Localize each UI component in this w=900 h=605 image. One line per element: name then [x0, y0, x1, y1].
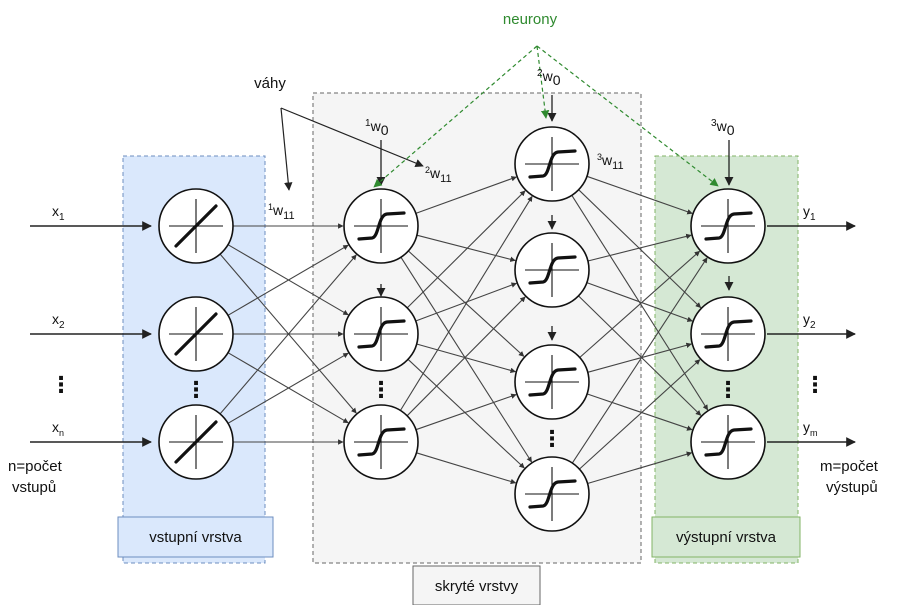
outputs-count-line2: výstupů: [826, 479, 878, 496]
output-neuron-3: [690, 404, 766, 480]
hidden2-neuron-4: [514, 456, 590, 532]
connection-hidden2-4-to-output-2: [579, 359, 701, 470]
hidden2-dots: ⋮: [541, 426, 563, 451]
connection-hidden2-2-to-output-3: [578, 295, 702, 416]
input-neuron-2: [158, 296, 234, 372]
connection-hidden1-2-to-hidden2-2: [415, 282, 517, 322]
output-layer-dots: ⋮: [717, 377, 739, 402]
output-neuron-2: [690, 296, 766, 372]
outputs-count-line1: m=počet: [820, 458, 879, 475]
hidden-layers-label: skryté vrstvy: [435, 578, 519, 595]
connection-hidden1-1-to-hidden2-1: [415, 176, 517, 214]
input-neuron-3: [158, 404, 234, 480]
hidden1-neuron-3: [343, 404, 419, 480]
inputs-count-line2: vstupů: [12, 479, 56, 496]
output-label-1: y1: [803, 203, 816, 223]
neurons-label: neurony: [503, 11, 558, 28]
input-label-1: x1: [52, 203, 65, 223]
output-label-m: ym: [803, 419, 818, 438]
connection-input-2-to-hidden1-1: [227, 244, 349, 316]
hidden2-neuron-3: [514, 344, 590, 420]
connection-hidden1-1-to-hidden2-4: [400, 256, 533, 463]
connection-hidden1-3-to-hidden2-4: [416, 452, 517, 485]
hidden-layers-label-box: [412, 565, 541, 605]
hidden1-dots: ⋮: [370, 377, 392, 402]
connections: [219, 175, 709, 485]
weight-label-2w0: 2w0: [537, 68, 561, 88]
weights-callout-right: [280, 107, 424, 168]
neurons-arrow-h1: [373, 45, 538, 188]
weight-label-1w11: 1w11: [268, 202, 295, 222]
hidden1-neuron-2: [343, 296, 419, 372]
connection-hidden1-2-to-hidden2-1: [406, 190, 526, 309]
connection-hidden2-1-to-output-3: [571, 195, 709, 411]
connection-input-3-to-hidden1-2: [227, 352, 349, 424]
connection-hidden1-2-to-hidden2-3: [416, 343, 516, 374]
weight-label-3w11: 3w11: [597, 152, 624, 172]
input-layer-dots: ⋮: [185, 377, 207, 402]
connection-input-3-to-hidden1-1: [219, 254, 357, 415]
connection-hidden2-4-to-output-3: [587, 451, 693, 485]
connection-hidden2-3-to-output-3: [586, 393, 693, 431]
connection-hidden2-1-to-output-2: [578, 189, 702, 308]
connection-hidden1-2-to-hidden2-4: [407, 358, 525, 469]
neurons: [158, 126, 766, 532]
output-layer-label: výstupní vrstva: [676, 529, 777, 546]
input-layer-label: vstupní vrstva: [149, 529, 242, 546]
weights-label: váhy: [254, 75, 286, 92]
connection-hidden2-2-to-output-1: [587, 233, 692, 262]
output-label-2: y2: [803, 311, 816, 331]
hidden2-neuron-2: [514, 232, 590, 308]
input-label-2: x2: [52, 311, 65, 331]
neurons-arrow-out: [536, 45, 719, 187]
input-dots: ⋮: [50, 372, 72, 397]
weight-label-3w0: 3w0: [711, 118, 735, 138]
hidden1-neuron-1: [343, 188, 419, 264]
connection-hidden2-3-to-output-1: [579, 250, 701, 358]
output-dots: ⋮: [804, 372, 826, 397]
weights-callout-down: [280, 107, 293, 191]
hidden2-neuron-1: [514, 126, 590, 202]
connection-hidden1-3-to-hidden2-1: [399, 195, 533, 411]
connection-hidden1-3-to-hidden2-3: [415, 393, 517, 431]
inputs-count-line1: n=počet: [8, 458, 63, 475]
input-layer-label-box: [117, 516, 274, 558]
neurons-arrow-h2: [536, 45, 550, 119]
connection-hidden2-2-to-output-2: [586, 282, 693, 322]
input-neuron-1: [158, 188, 234, 264]
connection-hidden1-3-to-hidden2-2: [406, 296, 526, 417]
input-label-n: xn: [52, 419, 64, 438]
output-layer-label-box: [651, 516, 801, 558]
connection-hidden2-3-to-output-2: [587, 342, 692, 373]
connection-hidden2-1-to-output-1: [586, 175, 693, 215]
weight-label-1w0: 1w0: [365, 118, 389, 138]
connection-hidden1-1-to-hidden2-2: [416, 234, 516, 262]
output-neuron-1: [690, 188, 766, 264]
weight-label-2w11: 2w11: [425, 165, 452, 185]
connection-hidden2-4-to-output-1: [571, 257, 708, 464]
